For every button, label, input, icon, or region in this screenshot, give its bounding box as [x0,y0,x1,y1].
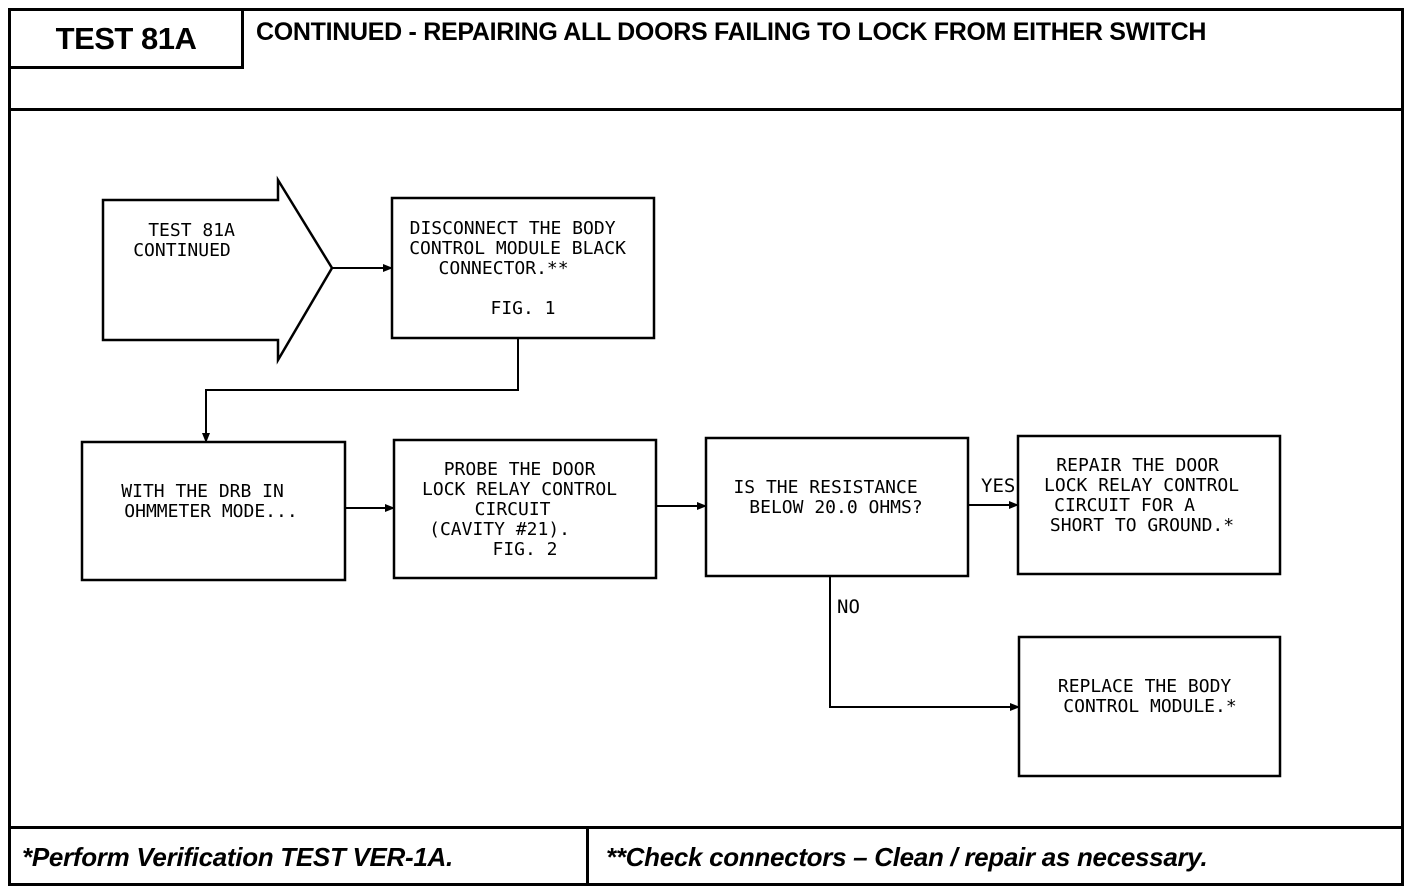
repair-line-1: REPAIR THE DOOR [1056,455,1219,476]
connector-no-to-replace [829,576,1020,711]
replace-line-2: CONTROL MODULE.* [1063,696,1236,717]
probe-line-5: FIG. 2 [492,539,557,560]
yes-label: YES [981,475,1015,497]
disconnect-line-2: CONTROL MODULE BLACK [409,238,626,259]
question-line-2: BELOW 20.0 OHMS? [749,497,922,518]
probe-step-box [392,438,658,580]
disconnect-step-text: DISCONNECT THE BODY CONTROL MODULE BLACK… [409,218,637,319]
probe-line-4: (CAVITY #21). [429,519,570,540]
ohmmeter-step-text: WITH THE DRB IN OHMMETER MODE... [121,481,297,522]
no-label: NO [837,596,860,618]
repair-line-3: CIRCUIT FOR A [1054,495,1195,516]
repair-circuit-text: REPAIR THE DOOR LOCK RELAY CONTROL CIRCU… [1044,455,1250,536]
replace-module-box [1017,635,1282,778]
repair-circuit-box [1016,434,1282,576]
page-title: CONTINUED - REPAIRING ALL DOORS FAILING … [256,18,1207,46]
footer-bar [8,826,1404,886]
ohmmeter-line-1: WITH THE DRB IN [121,481,284,502]
start-line-2: CONTINUED [133,240,231,261]
probe-step-text: PROBE THE DOOR LOCK RELAY CONTROL CIRCUI… [422,459,628,560]
replace-module-text: REPLACE THE BODY CONTROL MODULE.* [1058,676,1242,717]
repair-line-2: LOCK RELAY CONTROL [1044,475,1239,496]
replace-line-1: REPLACE THE BODY [1058,676,1232,697]
start-line-1: TEST 81A [148,220,235,241]
ohmmeter-line-2: OHMMETER MODE... [124,501,297,522]
connector-disconnect-to-ohmmeter [202,338,519,443]
disconnect-line-3: CONNECTOR.** [439,258,569,279]
disconnect-step-box [390,196,656,340]
start-text: TEST 81A CONTINUED [133,220,246,261]
probe-line-2: LOCK RELAY CONTROL [422,479,617,500]
probe-line-1: PROBE THE DOOR [444,459,596,480]
start-arrow-shape [101,175,334,365]
disconnect-line-5: FIG. 1 [490,298,555,319]
ohmmeter-step-box [80,440,347,582]
resistance-question-text: IS THE RESISTANCE BELOW 20.0 OHMS? [733,477,928,518]
probe-line-3: CIRCUIT [475,499,551,520]
repair-line-4: SHORT TO GROUND.* [1050,515,1234,536]
test-id-tab [8,8,244,69]
test-id-label: TEST 81A [55,20,197,56]
footer-divider [586,826,589,886]
disconnect-line-1: DISCONNECT THE BODY [410,218,616,239]
resistance-question-box [704,436,970,578]
question-line-1: IS THE RESISTANCE [733,477,917,498]
footnote-verification: *Perform Verification TEST VER-1A. [22,842,453,872]
footnote-connectors: **Check connectors – Clean / repair as n… [606,842,1208,872]
